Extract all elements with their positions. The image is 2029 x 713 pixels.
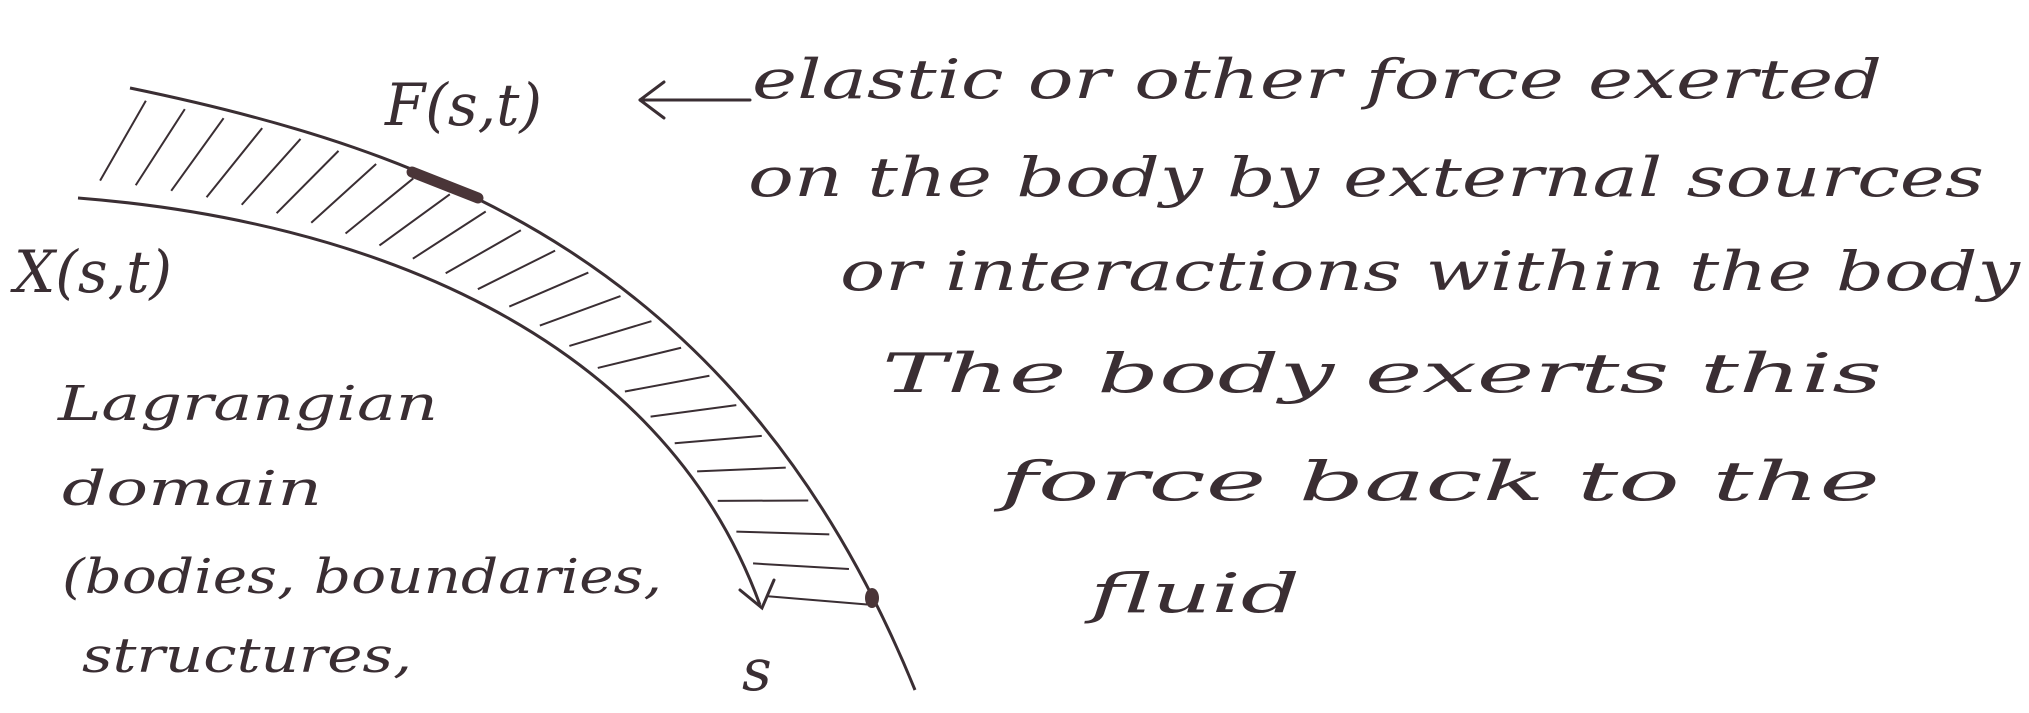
- hatch-stroke: [697, 468, 786, 472]
- hatch-stroke: [478, 251, 555, 290]
- hatch-stroke: [736, 532, 829, 535]
- force-symbol: F(s,t): [384, 71, 542, 139]
- domain-note-line: domain: [62, 461, 322, 517]
- hatch-stroke: [136, 109, 185, 185]
- domain-note-line: Lagrangian: [57, 376, 438, 432]
- arc-param-label: s: [742, 636, 772, 704]
- force-note-line: force back to the: [992, 450, 1880, 513]
- force-note: elastic or other force exerted on the bo…: [748, 48, 2022, 625]
- hatch-stroke: [446, 230, 521, 273]
- hatch-stroke: [651, 405, 737, 416]
- domain-note: Lagrangian domain (bodies, boundaries, s…: [57, 376, 662, 684]
- hatch-stroke: [100, 101, 146, 181]
- body-point-marker: [865, 588, 879, 608]
- hatch-stroke: [379, 194, 449, 245]
- hatch-stroke: [625, 376, 710, 392]
- force-note-line: on the body by external sources: [748, 146, 1984, 209]
- force-note-line: fluid: [1083, 562, 1300, 625]
- hatch-stroke: [413, 212, 486, 259]
- force-note-line: elastic or other force exerted: [752, 48, 1882, 111]
- hatch-stroke: [346, 178, 414, 233]
- hatch-stroke: [540, 296, 621, 325]
- position-symbol: X(s,t): [10, 238, 172, 306]
- hatch-stroke: [675, 436, 762, 443]
- hatch-stroke: [242, 139, 301, 205]
- hatch-stroke: [598, 348, 681, 368]
- force-marker: [412, 172, 478, 198]
- hatch-stroke: [569, 321, 651, 346]
- domain-note-line: (bodies, boundaries,: [62, 549, 662, 605]
- hatch-stroke: [171, 118, 223, 191]
- domain-note-line: structures,: [82, 628, 412, 684]
- hatch-stroke: [311, 164, 376, 223]
- hatch-stroke: [768, 596, 867, 604]
- hatch-stroke: [277, 151, 339, 213]
- hatch-stroke: [509, 273, 588, 307]
- force-note-line: The body exerts this: [882, 342, 1882, 405]
- hatch-stroke: [753, 563, 849, 569]
- hatch-stroke: [207, 128, 263, 197]
- force-note-line: or interactions within the body: [840, 240, 2022, 303]
